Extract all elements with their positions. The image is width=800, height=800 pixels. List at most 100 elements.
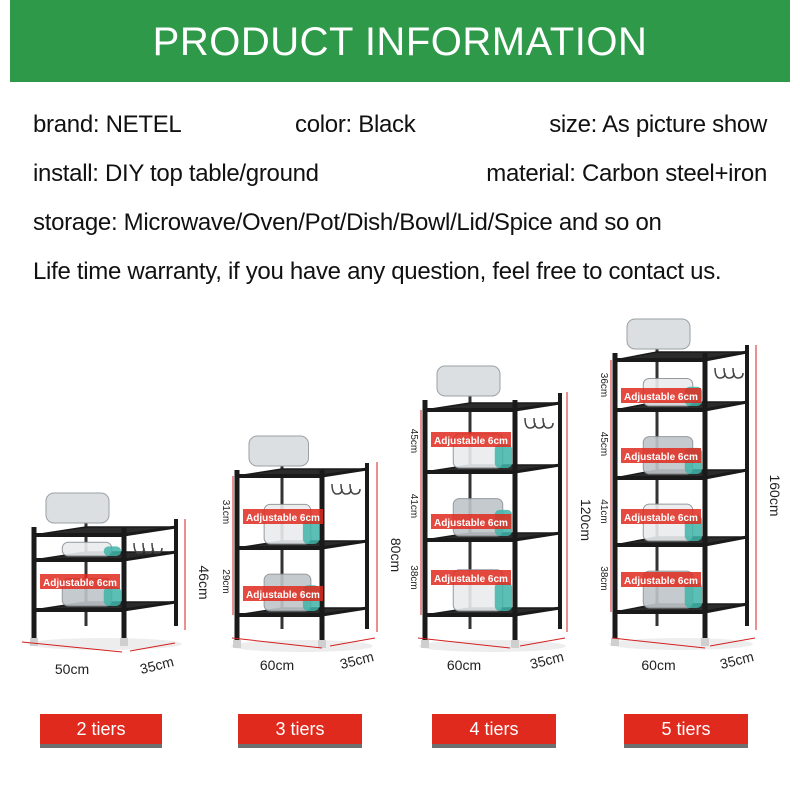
adjustable-label-2: Adjustable 6cm xyxy=(434,574,508,585)
rack-2-tier: Adjustable 6cm 50cm 35cm 46cm xyxy=(21,492,212,677)
hook-2 xyxy=(732,367,744,379)
width-dim-line xyxy=(611,637,706,649)
tier-badge-5: 5 tiers xyxy=(624,714,748,748)
size-text: size: As picture show xyxy=(549,111,767,138)
top-appliance xyxy=(248,435,309,467)
tier-badge-3: 3 tiers xyxy=(238,714,362,748)
foot-left xyxy=(611,638,619,646)
adjustable-label-2: Adjustable 6cm xyxy=(624,513,698,524)
pot-3 xyxy=(684,582,703,608)
shelf-side-edge-3 xyxy=(514,606,561,617)
shelf-side-edge-2 xyxy=(123,600,177,612)
header-banner: PRODUCT INFORMATION xyxy=(10,0,790,82)
depth-label: 35cm xyxy=(338,648,375,672)
shelf-side-edge-2 xyxy=(704,468,748,480)
depth-dim-line xyxy=(129,642,176,652)
tier-badge-2: 2 tiers xyxy=(40,714,162,748)
gap-label-1: 29cm xyxy=(220,569,231,593)
adjustable-label-1: Adjustable 6cm xyxy=(434,518,508,529)
gap-label-3: 38cm xyxy=(598,566,609,590)
tier-badge-4: 4 tiers xyxy=(432,714,556,748)
adjustable-label-1: Adjustable 6cm xyxy=(246,590,320,601)
width-dim-line xyxy=(417,637,511,649)
width-label: 60cm xyxy=(641,657,675,673)
shelf-side-edge-0 xyxy=(514,401,561,412)
page-title: PRODUCT INFORMATION xyxy=(152,20,648,64)
shelf-side-edge-2 xyxy=(514,531,561,542)
depth-dim-line xyxy=(519,637,566,647)
width-label: 60cm xyxy=(447,657,481,673)
gap-label-0: 31cm xyxy=(220,500,231,524)
foot-left xyxy=(30,638,38,646)
pot-2 xyxy=(494,582,513,611)
shelf-side-edge-0 xyxy=(704,350,748,362)
foot-right xyxy=(511,640,519,648)
gap-label-0: 45cm xyxy=(408,429,419,453)
top-appliance xyxy=(626,318,691,350)
adjustable-label-bg-0 xyxy=(431,432,511,447)
shelf-side-edge-4 xyxy=(704,602,748,614)
pot-0 xyxy=(103,546,122,556)
height-label: 120cm xyxy=(578,499,594,541)
depth-label: 35cm xyxy=(528,648,565,672)
shelf-side-edge-1 xyxy=(704,400,748,412)
height-label: 160cm xyxy=(767,474,783,516)
hook-2 xyxy=(151,542,163,554)
height-label: 80cm xyxy=(388,538,404,572)
shelf-side-edge-2 xyxy=(321,606,368,617)
material-text: material: Carbon steel+iron xyxy=(486,160,767,187)
width-label: 50cm xyxy=(55,661,89,677)
depth-dim-line xyxy=(329,637,376,647)
adjustable-label-3: Adjustable 6cm xyxy=(624,576,698,587)
width-dim-line xyxy=(21,641,123,653)
gap-label-2: 38cm xyxy=(408,565,419,589)
depth-dim-line xyxy=(709,637,756,647)
warranty-text: Life time warranty, if you have any ques… xyxy=(33,258,722,285)
width-dim-line xyxy=(231,637,323,649)
storage-text: storage: Microwave/Oven/Pot/Dish/Bowl/Li… xyxy=(33,209,662,236)
adjustable-label-bg-0 xyxy=(40,574,120,589)
color-text: color: Black xyxy=(295,111,416,138)
foot-right xyxy=(701,638,709,646)
adjustable-label-bg-3 xyxy=(621,572,701,587)
rack-shadow xyxy=(609,638,753,650)
adjustable-label-bg-0 xyxy=(243,509,323,524)
foot-right xyxy=(318,640,326,648)
adjustable-label-0: Adjustable 6cm xyxy=(624,392,698,403)
adjustable-label-bg-2 xyxy=(621,509,701,524)
shelf-side-edge-0 xyxy=(321,467,368,478)
gap-label-1: 45cm xyxy=(598,432,609,456)
brand-text: brand: NETEL xyxy=(33,111,182,138)
gap-label-1: 41cm xyxy=(408,494,419,518)
adjustable-label-bg-0 xyxy=(621,388,701,403)
adjustable-label-0: Adjustable 6cm xyxy=(434,436,508,447)
pot-1 xyxy=(103,586,122,606)
foot-right xyxy=(120,638,128,646)
adjustable-label-1: Adjustable 6cm xyxy=(624,452,698,463)
foot-left xyxy=(421,640,429,648)
shelf-side-edge-1 xyxy=(123,550,177,562)
adjustable-label-bg-1 xyxy=(243,586,323,601)
hook-2 xyxy=(542,417,554,429)
adjustable-label-0: Adjustable 6cm xyxy=(43,578,117,589)
width-label: 60cm xyxy=(260,657,294,673)
shelf-side-edge-1 xyxy=(321,539,368,550)
pot-0 xyxy=(494,444,513,468)
adjustable-label-bg-1 xyxy=(431,514,511,529)
hook-2 xyxy=(349,483,361,495)
height-label: 46cm xyxy=(196,565,212,599)
top-appliance xyxy=(45,492,110,524)
shelf-side-edge-1 xyxy=(514,463,561,474)
shelf-side-edge-0 xyxy=(123,525,177,537)
foot-left xyxy=(233,640,241,648)
adjustable-label-0: Adjustable 6cm xyxy=(246,513,320,524)
rack-shadow xyxy=(28,638,182,650)
gap-label-0: 36cm xyxy=(598,373,609,397)
depth-label: 35cm xyxy=(138,653,175,677)
install-text: install: DIY top table/ground xyxy=(33,160,319,187)
top-appliance xyxy=(436,365,501,397)
